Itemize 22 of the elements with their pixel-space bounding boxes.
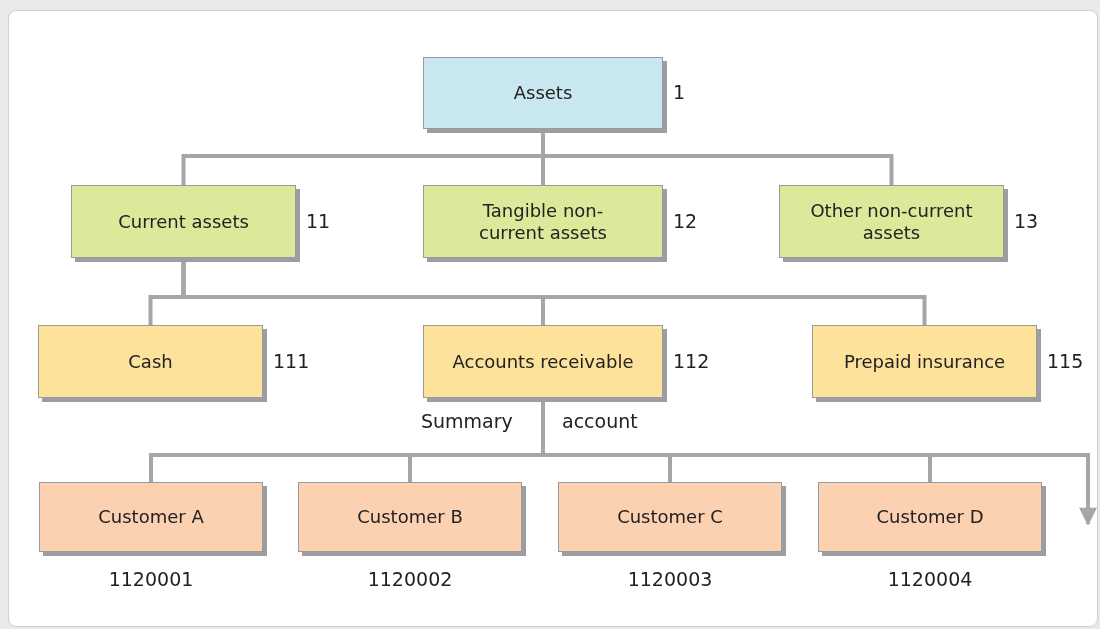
account-name: Customer B	[357, 506, 463, 528]
account-name: Customer A	[98, 506, 204, 528]
account-name: Accounts receivable	[452, 350, 634, 373]
account-number: 1120002	[366, 568, 454, 590]
account-name: Current assets	[118, 210, 249, 233]
account-name: Prepaid insurance	[843, 350, 1006, 373]
account-number: 112	[673, 349, 710, 372]
account-number: 111	[273, 349, 310, 372]
account-name: Cash	[128, 350, 173, 373]
account-number: 1120003	[626, 568, 714, 590]
account-name: Tangible non-current assets	[478, 199, 608, 244]
account-name: Other non-current assets	[809, 199, 974, 244]
account-number: 11	[306, 209, 331, 232]
account-name: Customer D	[876, 506, 984, 528]
account-number: 1120001	[107, 568, 195, 590]
account-name: Customer C	[617, 506, 723, 528]
account-number: 115	[1047, 349, 1084, 372]
account-name: Assets	[513, 82, 573, 104]
account-number: 1120004	[886, 568, 974, 590]
account-number: 13	[1014, 209, 1039, 232]
account-number: 12	[673, 209, 698, 232]
account-number: 1	[673, 81, 686, 103]
